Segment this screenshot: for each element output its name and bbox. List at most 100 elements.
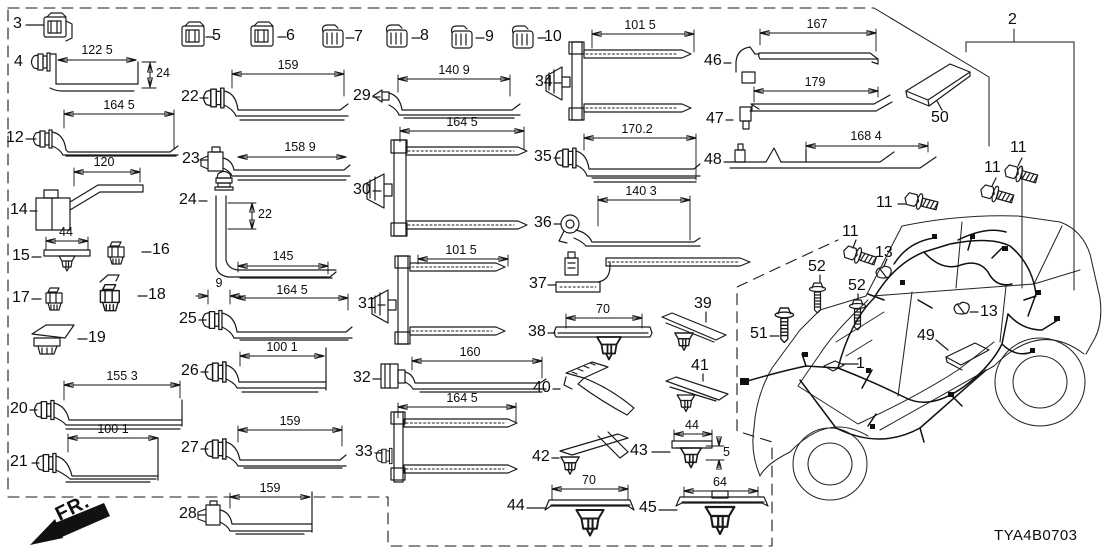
part-50-drawing [905, 63, 971, 107]
part-4-drawing [30, 52, 139, 92]
page-border [7, 7, 990, 547]
callout-47: 47 [706, 110, 724, 127]
callout-23: 23 [182, 150, 200, 167]
fr-direction-arrow [30, 503, 110, 545]
callout-43: 43 [630, 442, 648, 459]
part-6-drawing [250, 21, 274, 47]
callout-13-1: 13 [875, 244, 893, 261]
part-48-drawing [729, 143, 937, 169]
part-41-drawing [665, 376, 729, 413]
part-47-drawing [739, 94, 893, 130]
dim-24-length: 145 [272, 249, 294, 263]
callout-51: 51 [750, 325, 768, 342]
vehicle-outline [752, 215, 1102, 501]
leader-lines [25, 24, 1023, 516]
dim-43-height: 5 [723, 445, 730, 459]
part-30-drawing [366, 139, 528, 237]
dim-45-length: 64 [713, 475, 727, 489]
part-32-drawing [380, 363, 547, 393]
part-46-drawing [735, 46, 879, 84]
dim-27-length: 159 [279, 414, 301, 428]
part-38-drawing [553, 326, 653, 361]
callout-33: 33 [355, 443, 373, 460]
part-44-drawing [544, 499, 635, 537]
callout-30: 30 [353, 181, 371, 198]
part-14-drawing [35, 184, 144, 231]
callout-38: 38 [528, 323, 546, 340]
dim-34-length: 101 5 [624, 18, 656, 32]
callout-32: 32 [353, 369, 371, 386]
bolt-11-d [840, 242, 879, 270]
dim-25-length: 164 5 [276, 283, 308, 297]
dim-15-length: 44 [59, 225, 73, 239]
callout-9: 9 [485, 28, 494, 45]
callout-39: 39 [694, 295, 712, 312]
part-7-drawing [321, 24, 344, 48]
callout-46: 46 [704, 52, 722, 69]
part-19-drawing [31, 324, 75, 355]
dim-47-length: 179 [804, 75, 826, 89]
callout-15: 15 [12, 247, 30, 264]
callout-20: 20 [10, 400, 28, 417]
bolt-11-c [1002, 161, 1040, 188]
callout-42: 42 [532, 448, 550, 465]
dim-12-length: 164 5 [103, 98, 135, 112]
part-36-drawing [558, 214, 701, 247]
part-34-drawing [545, 41, 692, 121]
part-8-drawing [385, 24, 408, 48]
dim-33-length: 164 5 [446, 391, 478, 405]
callout-19: 19 [88, 329, 106, 346]
part-25-drawing [201, 309, 353, 341]
callout-12: 12 [6, 129, 24, 146]
callout-10: 10 [544, 28, 562, 45]
dimension-lines [45, 28, 929, 509]
callout-3: 3 [13, 15, 22, 32]
callout-52-1: 52 [808, 258, 826, 275]
callout-44: 44 [507, 497, 525, 514]
part-3-drawing [43, 12, 73, 42]
callout-22: 22 [181, 88, 199, 105]
harness-connectors [740, 234, 1060, 429]
callout-37: 37 [529, 275, 547, 292]
dim-26-length: 100 1 [266, 340, 298, 354]
part-29-drawing [372, 89, 521, 119]
dim-22-length: 159 [277, 58, 299, 72]
part-17-drawing [45, 287, 63, 311]
dim-48-length: 168 4 [850, 129, 882, 143]
callout-27: 27 [181, 439, 199, 456]
dim-30-length: 164 5 [446, 115, 478, 129]
callout-28: 28 [179, 505, 197, 522]
dim-35-length: 170.2 [621, 122, 653, 136]
part-31-drawing [371, 255, 506, 345]
dim-14-length: 120 [93, 155, 115, 169]
part-27-drawing [204, 438, 347, 469]
part-1-connector [823, 360, 845, 372]
part-45-drawing [675, 490, 769, 536]
dim-44-length: 70 [582, 473, 596, 487]
callout-13-2: 13 [980, 303, 998, 320]
dim-4-length: 122 5 [81, 43, 113, 57]
part-15-drawing [43, 249, 91, 272]
part-40-drawing [563, 361, 635, 416]
callout-21: 21 [10, 453, 28, 470]
callout-17: 17 [12, 289, 30, 306]
callout-11-4: 11 [842, 223, 859, 240]
part-16-drawing [107, 241, 125, 265]
callout-40: 40 [533, 379, 551, 396]
dim-38-length: 70 [596, 302, 610, 316]
callout-1: 1 [856, 355, 865, 372]
callout-52-2: 52 [848, 277, 866, 294]
callout-5: 5 [212, 27, 221, 44]
callout-7: 7 [354, 28, 363, 45]
callout-11-2: 11 [984, 159, 1001, 176]
part-43-drawing [671, 440, 713, 469]
part-2-bracket [965, 28, 1075, 291]
part-18-drawing [99, 274, 120, 312]
nut-13-b [953, 301, 970, 315]
diagram-code: TYA4B0703 [994, 527, 1078, 544]
callout-36: 36 [534, 214, 552, 231]
part-37-drawing [555, 251, 751, 293]
callout-50: 50 [931, 109, 949, 126]
